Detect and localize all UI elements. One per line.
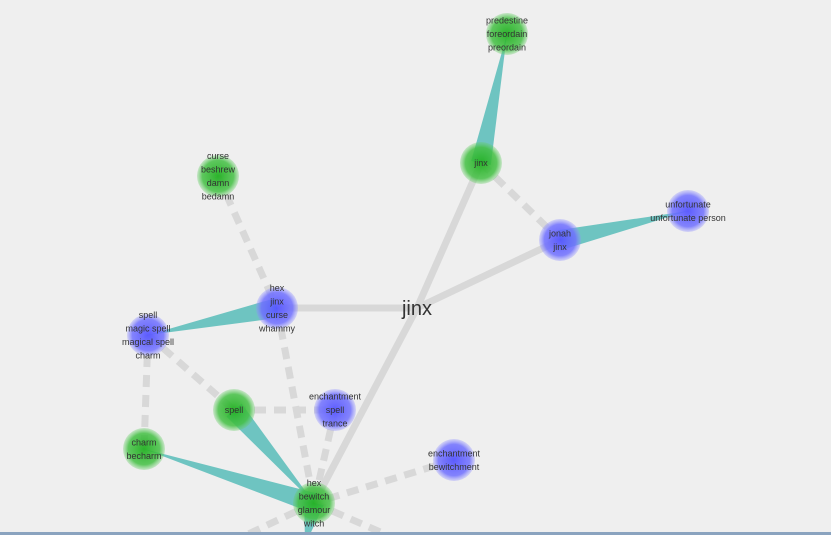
edge-type-of [471,34,507,165]
node-noun[interactable]: hex jinx curse whammy [256,283,298,334]
node-verb[interactable]: spell [213,389,255,431]
noun-node-circle[interactable] [433,439,475,481]
node-word[interactable]: bewitch [299,491,330,501]
node-word[interactable]: charm [135,350,160,360]
center-word[interactable]: jinx [401,298,432,320]
noun-node-circle[interactable] [127,314,169,356]
edge-related [273,307,318,504]
node-word[interactable]: predestine [486,16,528,26]
node-word[interactable]: whammy [258,323,296,333]
edge-related [214,174,281,310]
node-word[interactable]: beshrew [201,164,236,174]
edge-related [312,456,456,507]
node-word[interactable]: glamour [298,505,331,515]
node-word[interactable]: curse [266,310,288,320]
node-word[interactable]: witch [303,518,325,528]
node-word[interactable]: curse [207,151,229,161]
node-word[interactable]: charm [131,437,156,447]
node-verb[interactable]: hex bewitch glamour witch [293,478,335,529]
node-word[interactable]: jinx [269,296,284,306]
node-word[interactable]: spell [225,405,244,415]
edge-related [310,409,339,504]
node-word[interactable]: foreordain [487,29,528,39]
node-word[interactable]: trance [322,419,347,429]
edge-meaning [413,161,485,310]
edge-type-of [144,449,318,513]
edge-related [237,499,316,535]
verb-node-circle[interactable] [460,142,502,184]
node-verb[interactable]: charm becharm [123,428,165,470]
verb-node-circle[interactable] [213,389,255,431]
node-word[interactable]: spell [326,405,345,415]
node-word[interactable]: bedamn [202,191,235,201]
edge-type-of [148,298,280,335]
node-word[interactable]: magical spell [122,337,174,347]
node-word[interactable]: bewitchment [429,462,480,472]
node-word[interactable]: hex [307,478,322,488]
noun-node-circle[interactable] [314,389,356,431]
node-word[interactable]: enchantment [428,448,481,458]
edge-meaning [415,236,562,312]
nodes-layer: jinx predestine foreordain preordain jonah ji… [122,13,726,528]
verb-node-circle[interactable] [197,155,239,197]
node-word[interactable]: unfortunate person [650,213,726,223]
bottom-border [0,532,831,535]
noun-node-circle[interactable] [256,287,298,329]
node-word[interactable]: jinx [552,242,567,252]
edge-type-of [557,211,688,250]
node-noun[interactable]: jonah jinx [539,219,581,261]
node-verb[interactable]: predestine foreordain preordain [486,13,528,55]
node-noun[interactable]: spell magic spell magical spell charm [122,310,174,361]
node-word[interactable]: preordain [488,43,526,53]
noun-node-circle[interactable] [539,219,581,261]
verb-node-circle[interactable] [123,428,165,470]
node-word[interactable]: hex [270,283,285,293]
node-verb[interactable]: curse beshrew damn bedamn [197,151,239,202]
node-verb[interactable]: jinx [460,142,502,184]
noun-node-circle[interactable] [667,190,709,232]
node-noun[interactable]: unfortunate unfortunate person [650,190,726,232]
node-word[interactable]: enchantment [309,392,362,402]
verb-node-circle[interactable] [293,482,335,524]
node-word[interactable]: spell [139,310,158,320]
node-word[interactable]: magic spell [125,323,170,333]
node-noun[interactable]: enchantment bewitchment [428,439,481,481]
node-word[interactable]: unfortunate [665,199,711,209]
node-word[interactable]: damn [207,178,230,188]
node-word[interactable]: jonah [548,228,571,238]
node-word[interactable]: becharm [126,451,161,461]
node-noun[interactable]: enchantment spell trance [309,389,362,431]
node-word[interactable]: jinx [473,158,488,168]
edge-meaning [310,306,421,505]
edge-type-of [226,403,314,503]
edges-layer [140,34,688,535]
verb-node-circle[interactable] [486,13,528,55]
